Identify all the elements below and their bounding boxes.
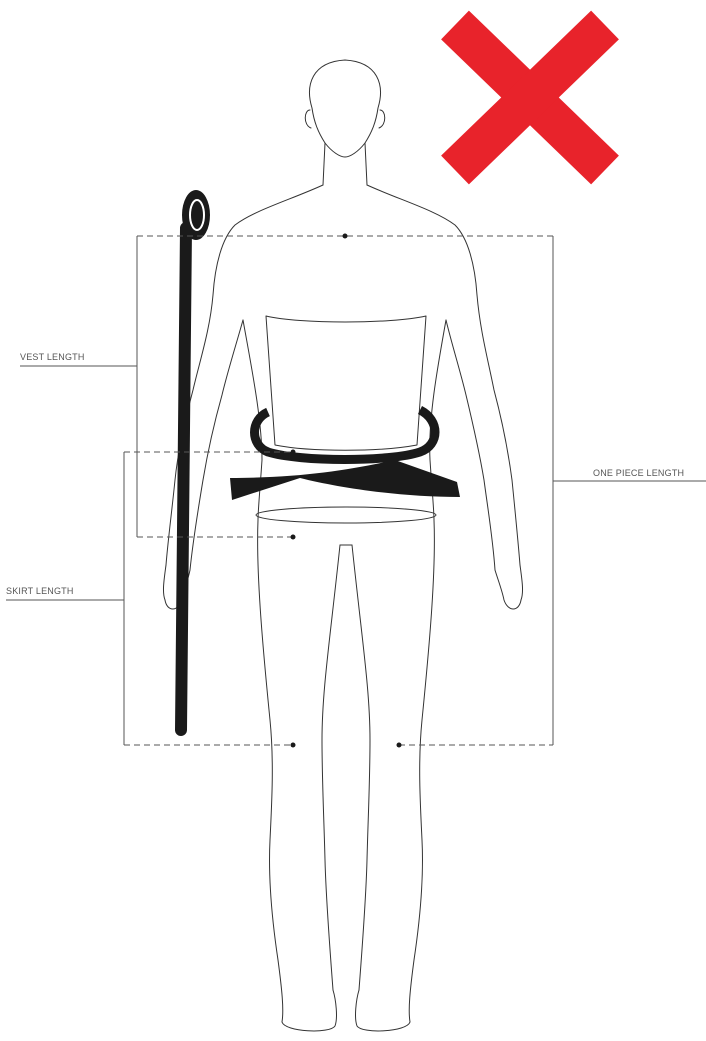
shoulder-point	[343, 234, 348, 239]
knee-point-right	[397, 743, 402, 748]
body-outline	[163, 60, 522, 1031]
knee-point-left	[291, 743, 296, 748]
measurement-guides	[6, 236, 706, 745]
one-piece-length-label: ONE PIECE LENGTH	[593, 468, 684, 478]
hip-point	[291, 535, 296, 540]
waist-tape	[230, 410, 460, 500]
cross-icon	[455, 25, 605, 170]
skirt-length-label: SKIRT LENGTH	[6, 586, 74, 596]
vest-length-label: VEST LENGTH	[20, 352, 85, 362]
measuring-tape-icon	[181, 190, 210, 730]
head-outline	[310, 60, 381, 157]
waist-point	[291, 450, 296, 455]
